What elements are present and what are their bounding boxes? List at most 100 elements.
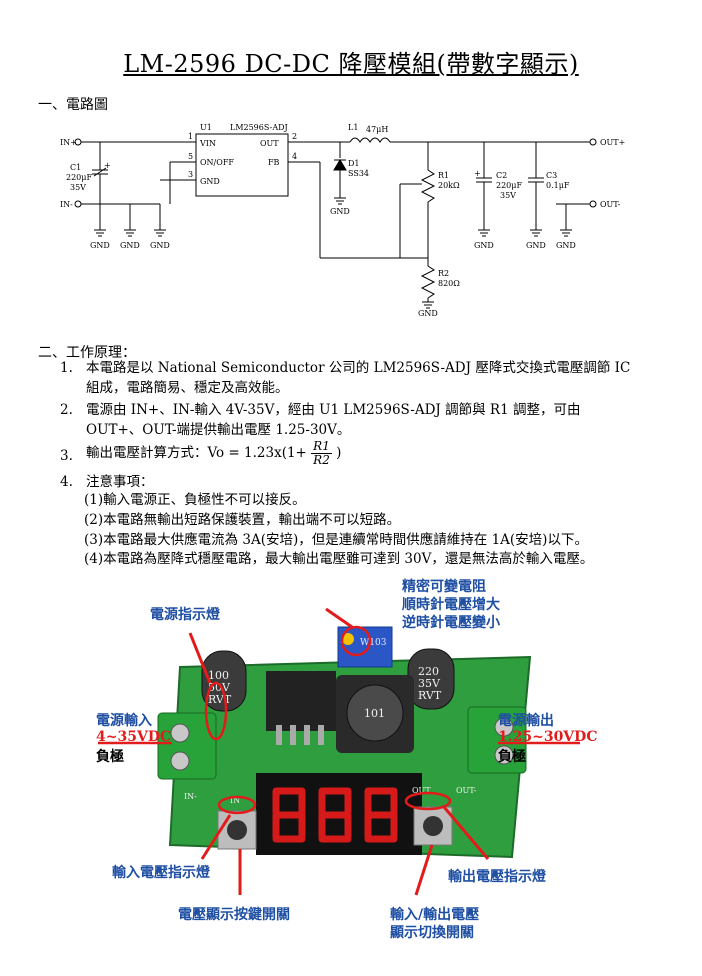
label-pin1: 1 [188,132,193,141]
label-switch-2: 顯示切換開關 [390,924,474,941]
label-in-2: 4~35VDC [96,729,171,745]
label-l1-val: 47μH [366,125,388,134]
fraction-numerator: R1 [311,439,332,454]
label-c1-plus: + [104,161,111,170]
item-4-heading: 注意事項： [86,474,154,490]
label-trim-3: 逆時針電壓變小 [402,614,500,631]
in-minus-terminal [74,200,82,208]
item-1-line-1: 本電路是以 National Semiconductor 公司的 LM2596S… [86,360,631,376]
label-c1-val1: 220μF [66,173,92,182]
label-r2-val: 820Ω [438,279,460,288]
power-led-circle [204,681,228,741]
label-display-button: 電壓顯示按鍵開關 [178,906,290,923]
label-trim-1: 精密可變電阻 [402,578,486,595]
label-in-3: 負極 [96,748,124,765]
cap-right-text-1: 220 [418,665,439,678]
label-gnd-8: GND [556,241,576,250]
cap-left-text-3: RVT [208,693,232,706]
cap-left-text-1: 100 [208,669,229,682]
label-r1-val: 20kΩ [438,181,460,190]
note-2: (2)本電路無輸出短路保護裝置，輸出端不可以短路。 [84,512,401,528]
label-fb: FB [268,158,280,167]
fraction-denominator: R2 [313,453,330,467]
power-led-arrow [188,632,212,684]
label-r1: R1 [438,171,449,180]
label-d1: D1 [348,159,360,168]
input-capacitor [201,650,247,712]
label-out-3: 負極 [498,748,526,765]
inductor-text: 101 [364,707,385,720]
chip-lm2596 [195,133,289,197]
label-c1: C1 [70,163,81,172]
label-d1-val: SS34 [348,169,369,178]
cap-right-text-3: RVT [418,689,442,702]
section-principle-heading: 二、工作原理： [38,345,136,361]
silk-out-minus: OUT- [456,786,477,795]
label-c3-val: 0.1μF [546,181,570,190]
label-pin2: 2 [292,132,297,141]
in-led-arrow [200,814,232,860]
note-1: (1)輸入電源正、負極性不可以接反。 [84,492,306,508]
label-in-led: 輸入電壓指示燈 [112,864,211,881]
label-vin: VIN [199,139,216,148]
item-3-number: 3. [60,448,73,464]
label-onoff: ON/OFF [200,158,234,167]
silk-in-led: IN [230,796,240,805]
label-out-minus: OUT- [600,200,621,209]
label-pin5: 5 [188,152,193,161]
label-switch-1: 輸入/輸出電壓 [390,906,479,923]
label-c2-plus: + [474,169,481,178]
silk-in-minus: IN- [184,792,197,801]
label-out-1: 電源輸出 [498,712,554,729]
label-out-plus: OUT+ [600,138,625,147]
label-gnd-pin: GND [200,177,220,186]
label-gnd-7: GND [526,241,546,250]
label-c2: C2 [496,171,507,180]
label-chip: LM2596S-ADJ [230,123,288,132]
in-led-circle [217,795,257,815]
item-3-formula: 輸出電壓計算方式：Vo = 1.23x(1+ R1 R2 ) [86,438,341,468]
label-in-plus: IN+ [60,138,77,147]
label-c1-val2: 35V [70,183,86,192]
section-circuit-heading: 一、電路圖 [38,97,108,113]
silk-out-led: OUT [412,786,431,795]
label-gnd-6: GND [474,241,494,250]
label-in-1: 電源輸入 [96,712,152,729]
label-c2-val2: 35V [500,191,516,200]
item-2-line-2: OUT+、OUT-端提供輸出電壓 1.25-30V。 [86,422,351,438]
label-pin4: 4 [292,152,297,161]
label-u1: U1 [200,123,212,132]
formula-close: ) [336,445,342,461]
label-c3: C3 [546,171,557,180]
label-gnd-1: GND [90,241,110,250]
label-gnd-3: GND [150,241,170,250]
label-out-2: 1.25~30VDC [498,729,597,745]
out-led-circle [404,791,452,811]
label-in-minus: IN- [60,200,73,209]
regulator-chip [266,671,336,731]
label-pin3: 3 [188,170,193,179]
circuit-schematic: IN+ IN- OUT+ OUT- U1 LM2596S-ADJ VIN OUT… [60,123,625,318]
cap-right-text-2: 35V [418,677,441,690]
formula-text: 輸出電壓計算方式：Vo = 1.23x(1+ [86,445,307,461]
label-out: OUT [260,139,279,148]
out-led-arrow [442,806,490,860]
label-l1: L1 [348,123,358,132]
formula-fraction: R1 R2 [311,440,332,467]
label-c2-val1: 220μF [496,181,522,190]
label-out-led: 輸出電壓指示燈 [448,868,547,885]
page-title: LM-2596 DC-DC 降壓模組(帶數字顯示) [123,50,579,78]
item-1-number: 1. [60,360,73,376]
label-trim-2: 順時針電壓增大 [402,596,500,613]
module-photo: 100 50V RVT 220 35V RVT 101 W103 IN- IN … [96,578,597,941]
label-gnd-4: GND [330,207,350,216]
note-3: (3)本電路最大供應電流為 3A(安培)，但是連續常時間供應請維持在 1A(安培… [84,532,588,548]
label-gnd-5: GND [418,309,438,318]
label-r2: R2 [438,269,449,278]
label-gnd-2: GND [120,241,140,250]
switch-arrow [414,844,434,896]
item-4-number: 4. [60,474,73,490]
note-4: (4)本電路為壓降式穩壓電路，最大輸出電壓雖可達到 30V，還是無法高於輸入電壓… [84,551,594,567]
item-2-line-1: 電源由 IN+、IN-輸入 4V-35V，經由 U1 LM2596S-ADJ 調… [86,402,581,418]
item-1-line-2: 組成，電路簡易、穩定及高效能。 [86,380,289,396]
